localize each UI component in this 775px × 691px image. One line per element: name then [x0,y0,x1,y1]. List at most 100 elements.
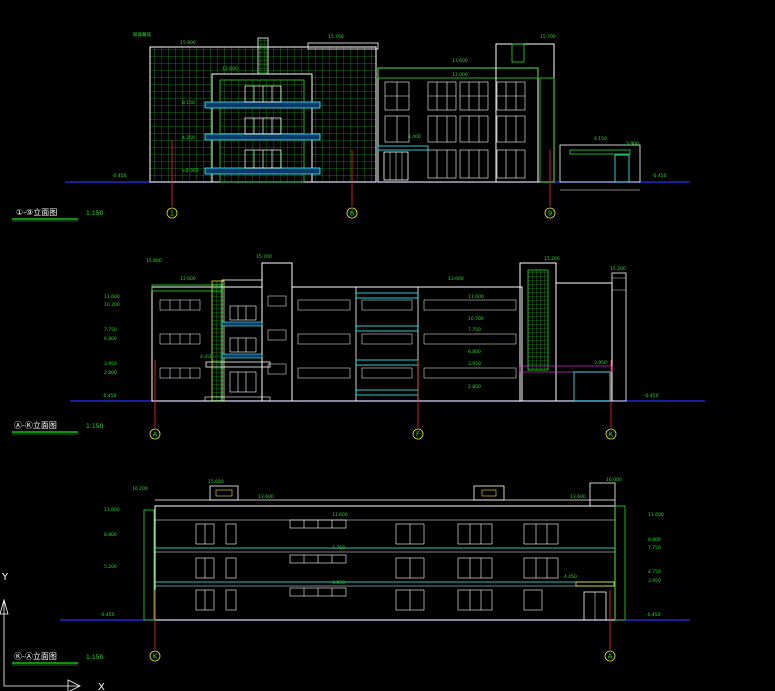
axis-label-A: A [608,653,613,661]
center-windows [244,85,282,169]
level-top-mid: 15.700 [328,34,344,40]
axis-bubble-A [604,650,616,662]
elevation-1-scale: 1:150 [86,210,103,217]
middle-windows [297,299,517,379]
e3-right-c: 4.750 [648,569,661,575]
e2-level-mid2: 10.700 [468,316,484,322]
e2-level-r1: 13.600 [180,276,196,282]
level-l3-mid: 11.000 [452,72,468,78]
center-grid [219,79,305,183]
e3-right-c2: 3.950 [648,578,661,584]
e3-level-t1: 16.200 [132,486,148,492]
e3-ground-left: -0.450 [100,612,115,618]
e3-level-c: 5.200 [104,564,117,570]
e2-level-t1: 15.800 [146,258,162,264]
axis-label-K: K [153,653,158,661]
e2-level-entry: 4.450 [200,354,213,360]
right-strip [614,505,626,621]
ucs-y-label: Y [1,572,9,583]
e2-level-ann: 3.950 [594,360,607,366]
axis-label-1: 1 [170,210,174,218]
e3-level-t4: 13.600 [570,494,586,500]
e3-level-b: 8.800 [104,532,117,538]
e3-level-a: 11.600 [104,507,120,513]
elevation-1-title: ①-⑨立面图 [16,207,57,217]
annex-door [614,154,630,183]
e2-level-t3: 15.200 [544,256,560,262]
middle-cyan-bands [355,292,419,396]
yellow-column [211,280,225,402]
axis-bubble-6 [346,207,358,219]
axis-label-6: 6 [350,210,355,218]
level-top-right: 15.700 [540,34,556,40]
e3-level-t3: 13.600 [258,494,274,500]
e2-level-b2: 6.800 [104,336,117,342]
level-zero: ±0.000 [182,168,199,174]
elevation-2-scale: 1:150 [86,423,103,430]
level-ground-left: -0.450 [112,173,127,179]
stair-tower [261,262,293,402]
e2-level-mid6: 2.800 [468,384,481,390]
e2-level-t2: 15.700 [256,254,272,260]
e3-mid-c: 3.950 [332,580,345,586]
elevation-3-title: Ⓚ-Ⓐ立面图 [14,651,57,661]
ucs-x-label: X [98,682,105,691]
right-tower-grid [527,269,549,371]
annex-canopy [519,365,613,373]
ucs-icon: X Y [0,572,105,691]
e2-level-t4: 15.200 [610,266,626,272]
roof-chimney [257,37,269,75]
axis-bubble-9 [544,207,556,219]
e3-door-level: 4.450 [564,574,577,580]
e3-right-b: 8.800 [648,537,661,543]
level-annex-1: 4.150 [594,136,607,142]
e2-level-c2: 2.800 [104,370,117,376]
axis-bubble-K [605,428,617,440]
level-roof-mid: 13.600 [452,58,468,64]
axis-label-F: F [416,431,420,439]
axis-bubble-K [149,650,161,662]
level-annex-2: 3.900 [626,141,639,147]
roof-unit-right [473,485,505,501]
elevation-2-title: Ⓐ-Ⓚ立面图 [14,420,57,430]
parapet [307,42,379,50]
level-l2: 4.400 [408,134,421,140]
e2-level-mid5: 3.950 [468,361,481,367]
annex-block [559,144,641,183]
left-block-windows [159,295,287,379]
e2-level-mid4: 6.800 [468,349,481,355]
level-ground-right: -0.450 [652,173,667,179]
door-canopy [575,581,615,587]
right-block [377,67,539,183]
axis-label-A: A [153,431,158,439]
main-block [154,505,616,621]
level-left-mid: 8.150 [182,100,195,106]
e2-level-c: 3.950 [104,361,117,367]
e2-ground-left: -0.450 [102,393,117,399]
elevation-2: A F K 15.800 15.700 15.200 15.200 13.600… [12,254,705,440]
e2-level-a2: 10.700 [104,302,120,308]
level-top-left: 15.900 [180,40,196,46]
curtain-tag: 玻璃幕墙 [133,31,151,38]
balcony-windows [229,305,257,393]
elevation-3: K A 16.200 15.600 13.600 13.600 16.000 1… [12,477,690,666]
entrance-canopy [377,145,429,151]
e3-mid-b: 7.750 [332,545,345,551]
roof-unit-left [209,485,239,501]
main-windows [195,519,559,611]
elevation-1: 1 6 9 玻璃幕墙 15.900 15.700 15.700 13.600 1… [12,31,690,222]
e3-ground-right: -0.450 [646,612,661,618]
e2-level-r2: 13.600 [448,276,464,282]
e2-ground-right: -0.450 [644,393,659,399]
e2-level-b: 7.750 [104,327,117,333]
e2-level-mid3: 7.750 [468,327,481,333]
e3-level-t5: 16.000 [606,477,622,483]
left-strip [143,509,155,621]
right-block-windows [384,81,526,179]
right-block-parapet [377,67,539,79]
axis-bubble-F [412,428,424,440]
axis-label-K: K [609,431,614,439]
tower-green-strip [539,77,555,183]
axis-label-9: 9 [548,210,552,218]
